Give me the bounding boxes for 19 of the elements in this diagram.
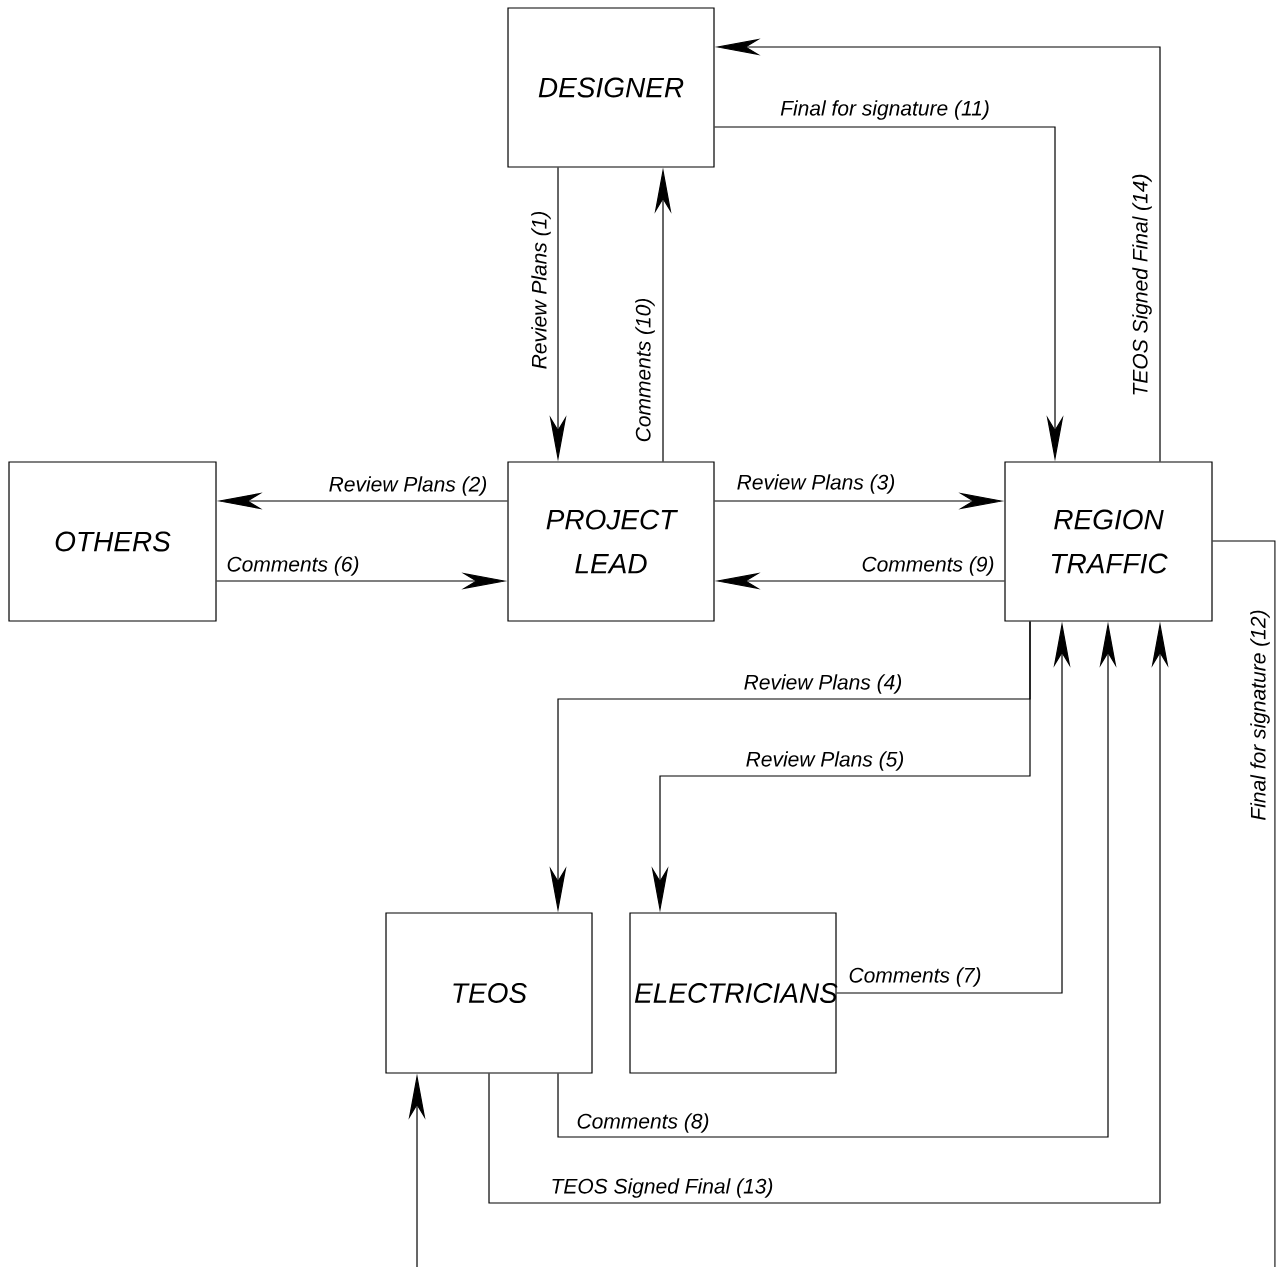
edge-label: TEOS Signed Final (14) <box>1131 172 1153 398</box>
edge-label: Comments (7) <box>847 966 983 988</box>
edge-label: Review Plans (4) <box>742 673 904 695</box>
process-box: REGION TRAFFIC <box>1004 461 1213 622</box>
edge-label: Review Plans (2) <box>327 475 489 497</box>
edge-label: Review Plans (3) <box>735 473 897 495</box>
process-box: TEOS <box>385 912 593 1074</box>
edge-label: Comments (10) <box>634 296 656 444</box>
process-box: PROJECT LEAD <box>507 461 715 622</box>
process-box: OTHERS <box>8 461 217 622</box>
edge-label: Final for signature (12) <box>1249 608 1271 822</box>
process-box: DESIGNER <box>507 7 715 168</box>
edge-label: Review Plans (5) <box>744 750 906 772</box>
edge-label: Final for signature (11) <box>779 99 991 121</box>
edge-label: Comments (6) <box>225 555 361 577</box>
edge-label: TEOS Signed Final (13) <box>549 1177 775 1199</box>
edge-label: Review Plans (1) <box>530 209 552 371</box>
edge-label: Comments (9) <box>860 555 996 577</box>
edge-label: Comments (8) <box>575 1112 711 1134</box>
